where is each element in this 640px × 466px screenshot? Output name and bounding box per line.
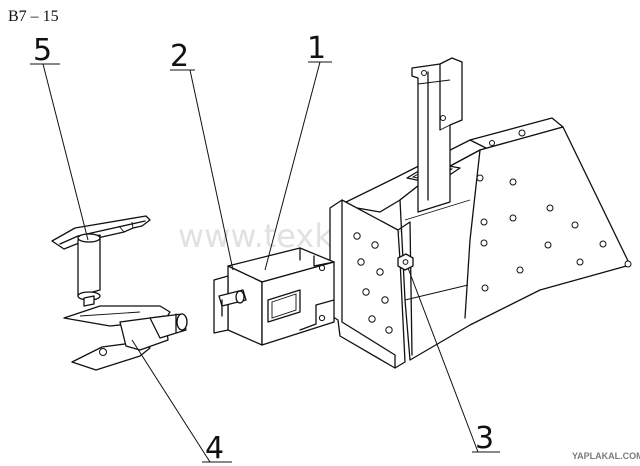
callout-number-3: 3 bbox=[475, 421, 494, 456]
clevis-part-4 bbox=[63, 305, 188, 371]
upright-bracket bbox=[411, 57, 463, 213]
callout-number-2: 2 bbox=[170, 39, 189, 74]
hook-housing-part-1 bbox=[227, 247, 335, 346]
leader-lines bbox=[30, 61, 500, 463]
callout-number-1: 1 bbox=[307, 31, 326, 66]
bolt-part-3 bbox=[397, 253, 414, 271]
callout-number-4: 4 bbox=[205, 431, 224, 466]
pin-part-2 bbox=[213, 275, 247, 334]
callout-number-5: 5 bbox=[33, 33, 52, 68]
latch-part-5 bbox=[51, 215, 151, 307]
figure-code: B7 – 15 bbox=[8, 8, 59, 25]
site-mark: YAPLAKAL.COM bbox=[572, 451, 640, 461]
